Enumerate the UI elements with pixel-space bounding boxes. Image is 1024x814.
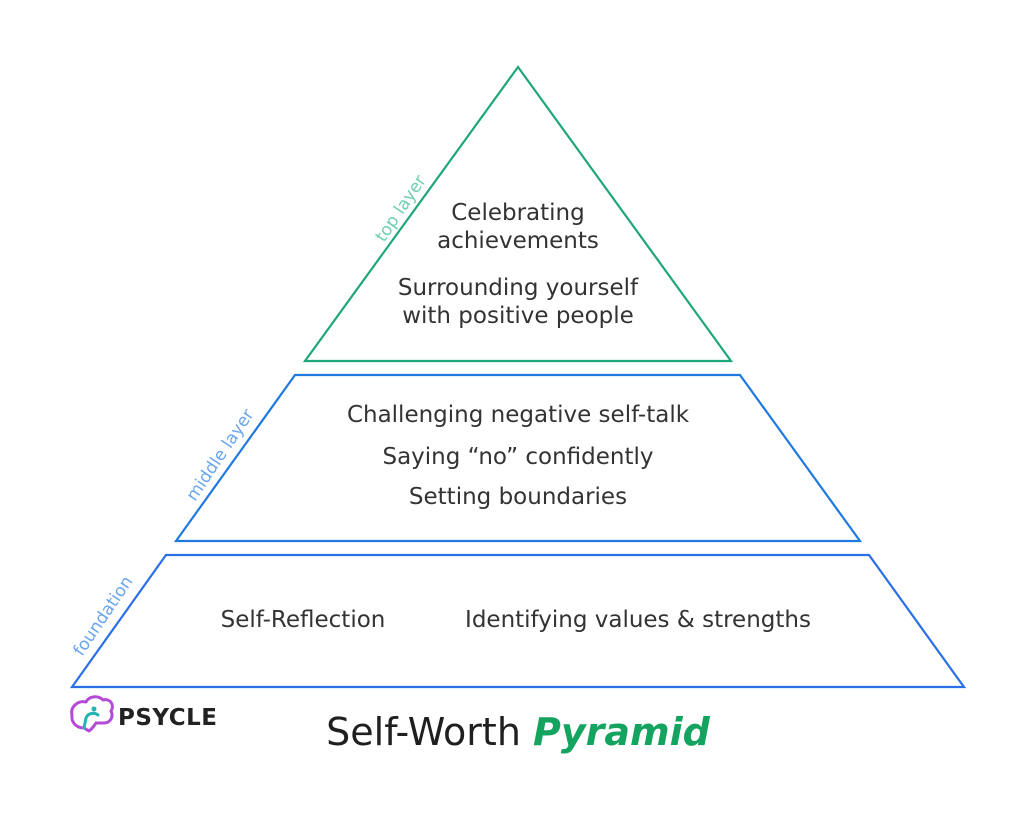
foundation-item-self-reflection: Self-Reflection <box>221 607 386 633</box>
middle-layer-label: middle layer <box>183 406 259 505</box>
psycle-logo: PSYCLE <box>70 695 218 733</box>
top-tier-line-4: with positive people <box>402 303 634 329</box>
middle-tier-line-2: Saying “no” confidently <box>382 444 653 470</box>
top-tier-line-3: Surrounding yourself <box>398 275 639 301</box>
pyramid-middle-tier: middle layer Challenging negative self-t… <box>173 373 863 543</box>
brain-icon <box>70 695 114 733</box>
pyramid-top-tier: top layer Celebrating achievements Surro… <box>302 65 734 363</box>
foundation-item-values-strengths: Identifying values & strengths <box>465 607 811 633</box>
middle-tier-line-1: Challenging negative self-talk <box>347 402 690 428</box>
title-accent: Pyramid <box>533 710 711 754</box>
top-tier-line-1: Celebrating <box>451 200 585 226</box>
foundation-label: foundation <box>70 573 138 660</box>
diagram-title: Self-Worth Pyramid <box>326 710 710 754</box>
middle-tier-shape <box>173 373 863 543</box>
pyramid-foundation-tier: foundation Self-Reflection Identifying v… <box>69 553 967 689</box>
top-tier-line-2: achievements <box>437 228 599 254</box>
brand-name: PSYCLE <box>118 705 218 731</box>
title-main: Self-Worth <box>326 710 521 754</box>
middle-tier-line-3: Setting boundaries <box>409 484 627 510</box>
foundation-tier-shape <box>69 553 967 689</box>
top-layer-label: top layer <box>372 172 431 246</box>
top-tier-shape <box>302 65 734 363</box>
